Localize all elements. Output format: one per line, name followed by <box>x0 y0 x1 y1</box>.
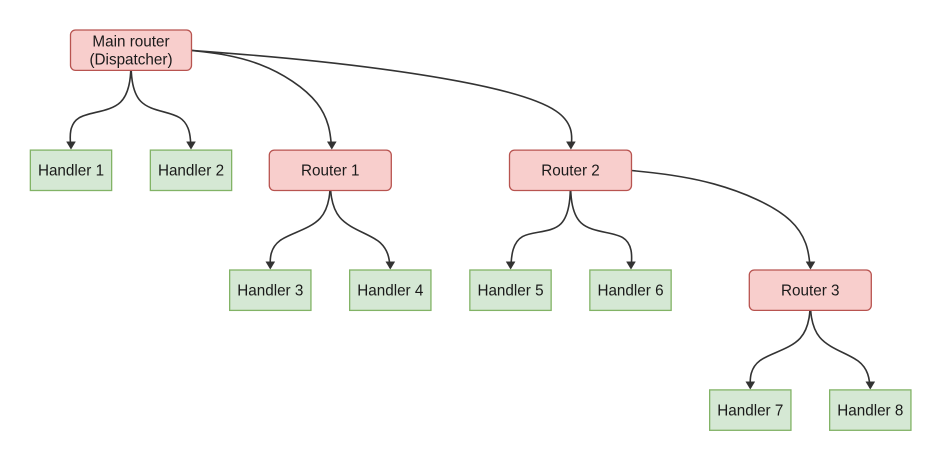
svg-text:Router 3: Router 3 <box>781 283 840 300</box>
svg-text:Handler 5: Handler 5 <box>477 283 543 300</box>
svg-text:Handler 4: Handler 4 <box>357 283 424 300</box>
svg-text:Handler 7: Handler 7 <box>717 403 783 420</box>
svg-text:Handler 8: Handler 8 <box>837 403 903 420</box>
svg-text:Handler 6: Handler 6 <box>597 283 663 300</box>
svg-text:(Dispatcher): (Dispatcher) <box>89 52 172 69</box>
svg-text:Handler 3: Handler 3 <box>237 283 303 300</box>
svg-text:Router 2: Router 2 <box>541 163 600 180</box>
svg-text:Handler 1: Handler 1 <box>38 163 104 180</box>
svg-text:Router 1: Router 1 <box>301 163 360 180</box>
svg-text:Main router: Main router <box>92 34 169 51</box>
svg-text:Handler 2: Handler 2 <box>158 163 224 180</box>
